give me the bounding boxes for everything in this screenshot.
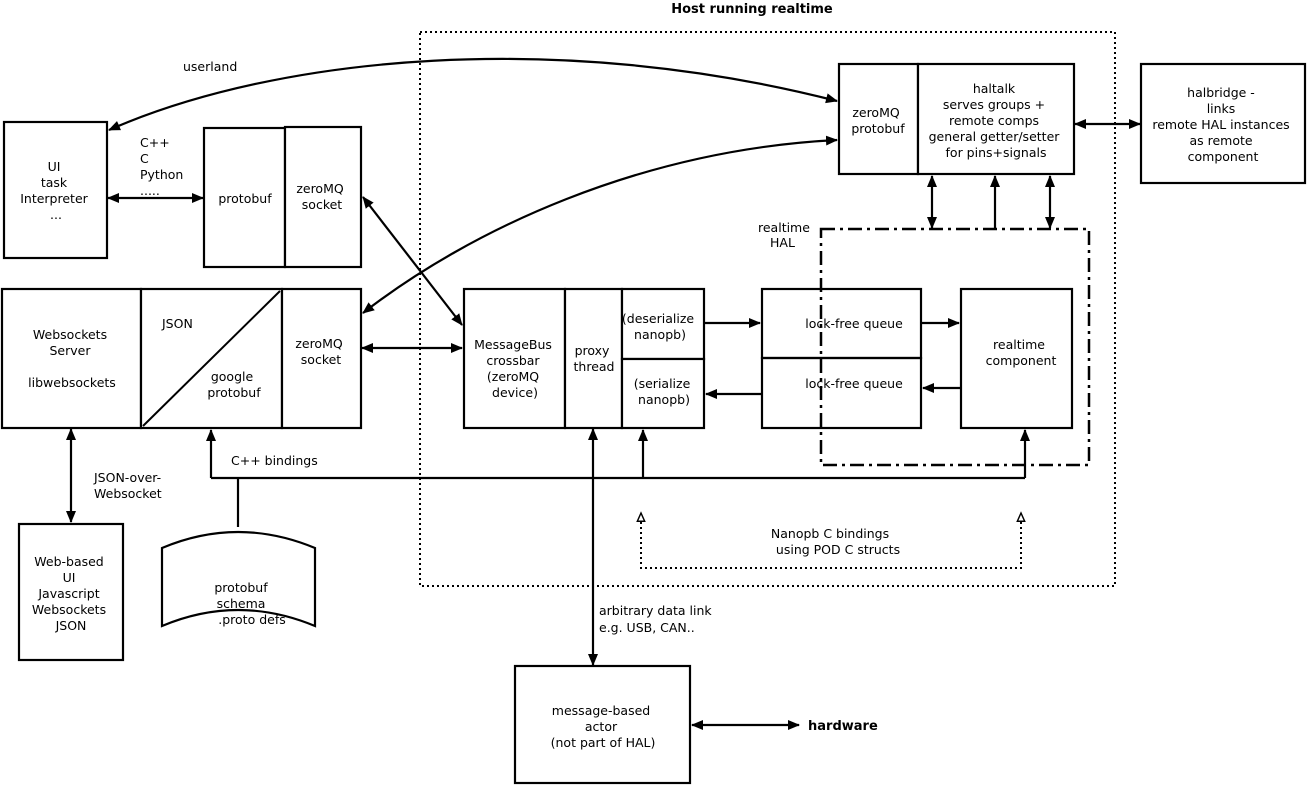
svg-text:protobuf: protobuf [218, 191, 272, 206]
lock-free-queue-top: lock-free queue [760, 287, 923, 360]
svg-text:realtime component: realtime component [986, 337, 1057, 368]
svg-text:lock-free queue: lock-free queue [805, 376, 903, 391]
realtime-component-box: realtime component [959, 287, 1074, 430]
zeromq-protobuf-box: zeroMQ protobuf [837, 62, 920, 176]
svg-text:Websockets Server: Websockets Server libwebsockets [28, 327, 116, 390]
websockets-server-box: Websockets Server libwebsockets [0, 287, 143, 430]
userland-label: userland [183, 59, 237, 74]
json-over-websocket-label: JSON-over- Websocket [93, 470, 165, 501]
google-protobuf-label: google protobuf [207, 369, 261, 400]
connectors [66, 57, 1141, 730]
message-actor-box: message-based actor (not part of HAL) [513, 664, 692, 785]
serialize-box: (serialize nanopb) [620, 357, 706, 430]
halbridge-box: halbridge - links remote HAL instances a… [1139, 62, 1307, 185]
zeromq-socket-mid-box: zeroMQ socket [280, 287, 363, 430]
cpp-bindings-label: C++ bindings [231, 453, 318, 468]
svg-text:(deserialize nanopb): (deserialize nanopb) [622, 311, 698, 342]
svg-text:zeroMQ socket: zeroMQ socket [296, 181, 347, 212]
svg-text:protobuf schema .p: protobuf schema .proto defs [214, 580, 285, 627]
zeromq-socket-top-box: zeroMQ socket [283, 125, 363, 269]
deserialize-box: (deserialize nanopb) [620, 287, 706, 361]
lock-free-queue-bottom: lock-free queue [760, 356, 923, 430]
svg-text:UI task Interprete: UI task Interpreter ... [20, 159, 92, 222]
host-title: Host running realtime [671, 2, 833, 17]
ui-task-box: UI task Interpreter ... [2, 120, 109, 260]
protobuf-schema-drum: protobuf schema .proto defs [160, 530, 317, 628]
zmq-top-messagebus-arrow [362, 196, 463, 326]
svg-text:haltalk serves groups +: haltalk serves groups + remote comps gen… [929, 81, 1064, 160]
messagebus-box: MessageBus crossbar (zeroMQ device) [462, 287, 567, 430]
realtime-hal-region [819, 227, 1091, 467]
json-protobuf-box: JSON google protobuf [139, 287, 284, 430]
userland-arrow [108, 57, 838, 132]
svg-text:lock-free queue: lock-free queue [805, 316, 903, 331]
nanopb-dotted-link [640, 522, 1022, 569]
svg-text:proxy thread: proxy thread [574, 343, 615, 374]
haltalk-zmq-mid-arrow [362, 135, 838, 314]
svg-text:message-based actor: message-based actor (not part of HAL) [551, 703, 656, 750]
language-list: C++ C Python ..... [140, 135, 187, 198]
json-label: JSON [161, 316, 193, 331]
svg-text:Web-based UI Javas: Web-based UI Javascript Websockets JSON [32, 554, 110, 633]
nanopb-bindings-label: Nanopb C bindings using POD C structs [771, 526, 900, 557]
realtime-hal-label: realtime HAL [758, 220, 814, 250]
svg-text:(serialize nanopb): (serialize nanopb) [634, 376, 695, 407]
web-ui-box: Web-based UI Javascript Websockets JSON [17, 522, 125, 662]
proxy-thread-box: proxy thread [563, 287, 624, 430]
haltalk-box: haltalk serves groups + remote comps gen… [916, 62, 1076, 176]
protobuf-box: protobuf [202, 126, 287, 269]
svg-text:halbridge - links: halbridge - links remote HAL instances a… [1152, 85, 1293, 164]
data-link-label: arbitrary data link e.g. USB, CAN.. [599, 603, 716, 635]
svg-text:MessageBus crossbar: MessageBus crossbar (zeroMQ device) [474, 337, 556, 400]
hardware-label: hardware [808, 719, 878, 734]
svg-text:zeroMQ protobuf: zeroMQ protobuf [851, 105, 905, 136]
svg-text:zeroMQ socket: zeroMQ socket [295, 336, 346, 367]
